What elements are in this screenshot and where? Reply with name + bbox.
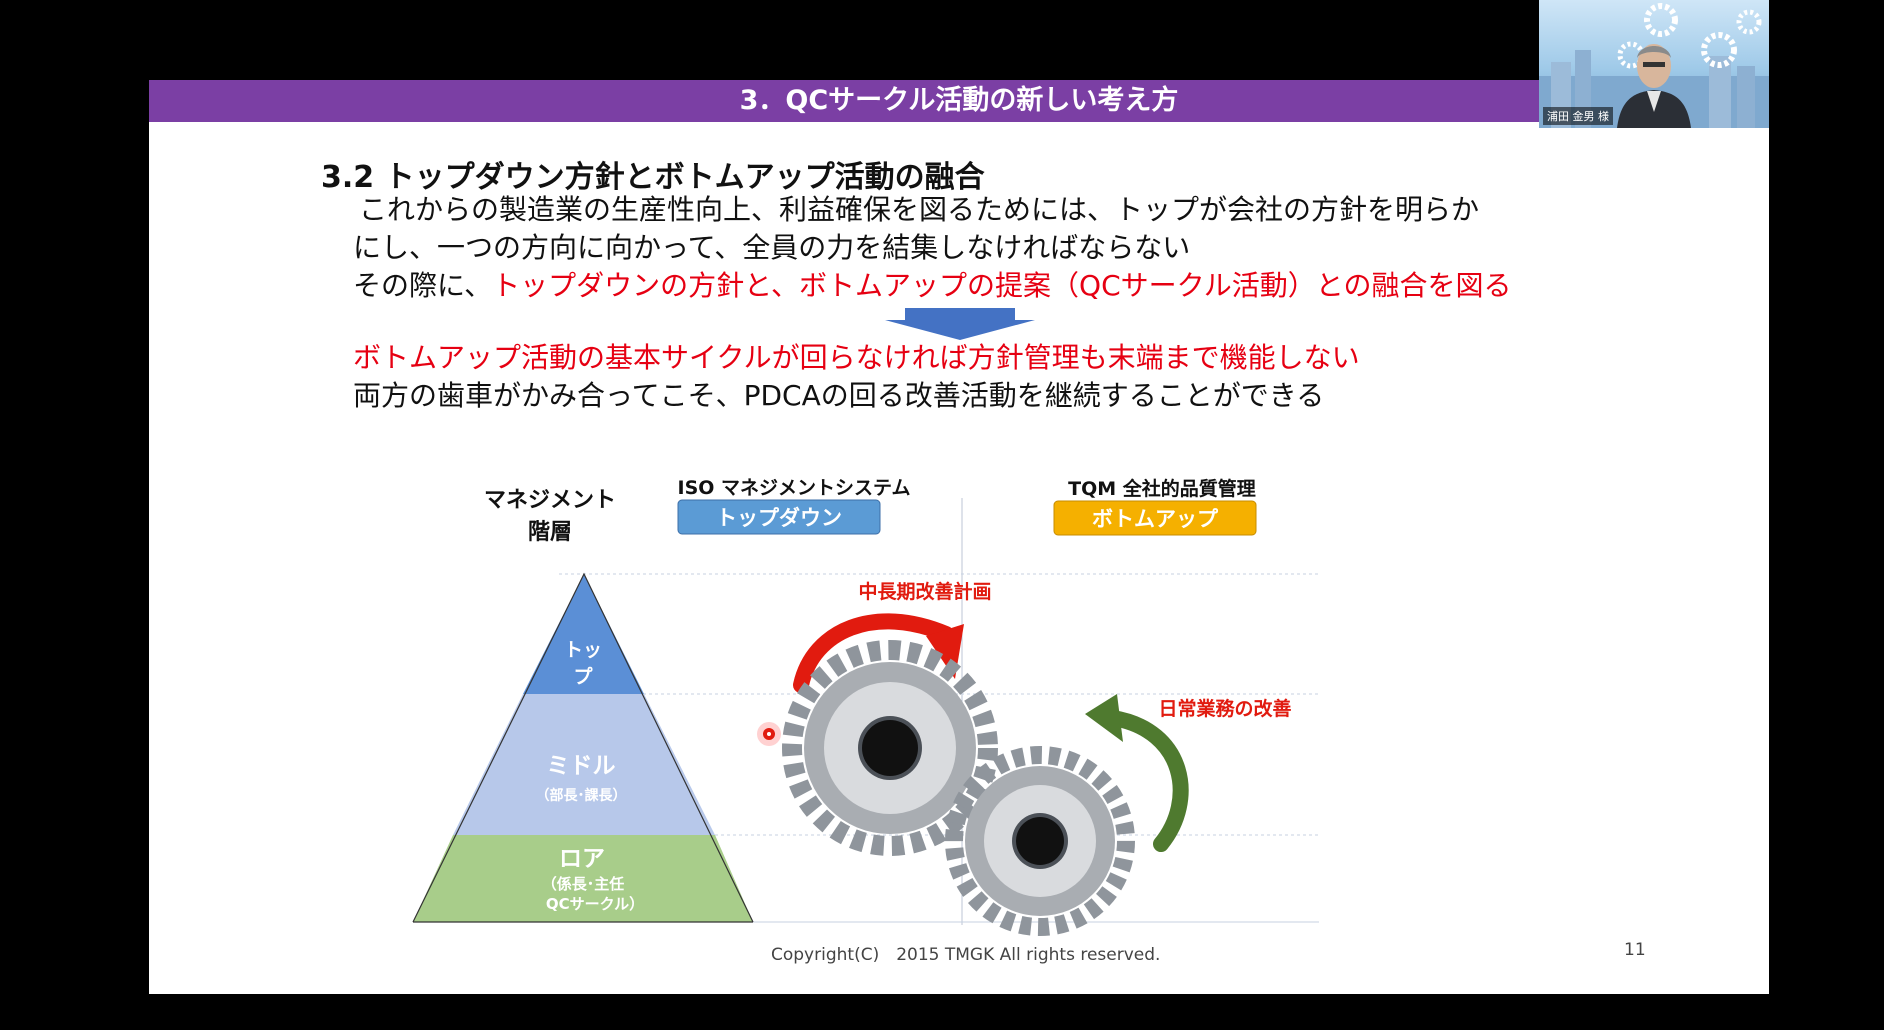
paragraph-line-3-highlight: トップダウンの方針と、ボトムアップの提案（QCサークル活動）との融合を図る (492, 269, 1512, 302)
daily-arrow-head (1085, 694, 1123, 742)
pyramid-lower-label: ロア (559, 846, 605, 872)
bottomup-label: ボトムアップ (1092, 507, 1219, 531)
pyramid-lower-sublabel-1: （係長･主任 (542, 875, 625, 893)
pyramid-top-label-2: プ (573, 665, 593, 688)
pyramid-top-tier (523, 574, 644, 694)
management-gear-diagram: マネジメント 階層 ISO マネジメントシステム トップダウン TQM 全社的品… (412, 477, 1319, 936)
paragraph-line-2: にし、一つの方向に向かって、全員の力を結集しなければならない (353, 231, 1191, 264)
participant-video-tile[interactable]: 浦田 金男 様 (1539, 0, 1769, 128)
conclusion-line-red: ボトムアップ活動の基本サイクルが回らなければ方針管理も末端まで機能しない (353, 341, 1360, 374)
daily-arrow-curve (1105, 710, 1189, 852)
pyramid-lower-tier (413, 835, 753, 922)
pyramid-middle-tier (453, 694, 715, 835)
large-gear-icon (782, 640, 998, 856)
pyramid-lower-sublabel-2: QCサークル） (546, 895, 644, 913)
conclusion-line: 両方の歯車がかみ合ってこそ、PDCAの回る改善活動を継続することができる (353, 379, 1325, 412)
plan-label: 中長期改善計画 (858, 580, 991, 603)
laser-pointer-dot (757, 722, 781, 746)
paragraph-line-3: その際に、トップダウンの方針と、ボトムアップの提案（QCサークル活動）との融合を… (353, 268, 1512, 304)
daily-label: 日常業務の改善 (1158, 697, 1291, 720)
section-heading: 3.2 トップダウン方針とボトムアップ活動の融合 (321, 160, 985, 195)
paragraph-line-3-prefix: その際に、 (353, 269, 493, 302)
pyramid-middle-sublabel: （部長･課長） (536, 787, 627, 804)
mgmt-label-2: 階層 (528, 520, 572, 545)
paragraph-line-1: これからの製造業の生産性向上、利益確保を図るためには、トップが会社の方針を明らか (359, 193, 1480, 226)
small-gear-icon (945, 746, 1135, 936)
iso-label: ISO マネジメントシステム (678, 477, 911, 499)
mgmt-label-1: マネジメント (484, 488, 616, 513)
topdown-badge (677, 499, 881, 535)
page-number: 11 (1624, 940, 1646, 960)
tqm-label: TQM 全社的品質管理 (1068, 477, 1256, 500)
pyramid-middle-label: ミドル (547, 753, 616, 779)
down-arrow-icon (885, 308, 1035, 340)
pyramid-outline (412, 572, 754, 923)
pyramid-top-label-1: トッ (564, 639, 602, 661)
participant-name: 浦田 金男 様 (1543, 107, 1613, 125)
topdown-label: トップダウン (716, 506, 842, 530)
bottomup-badge (1053, 500, 1257, 536)
copyright-footer: Copyright(C) 2015 TMGK All rights reserv… (771, 945, 1161, 965)
plan-arrow-curve (793, 613, 954, 693)
slide-title: 3．QCサークル活動の新しい考え方 (149, 80, 1769, 122)
slide: 3．QCサークル活動の新しい考え方 3.2 トップダウン方針とボトムアップ活動の… (149, 80, 1769, 994)
